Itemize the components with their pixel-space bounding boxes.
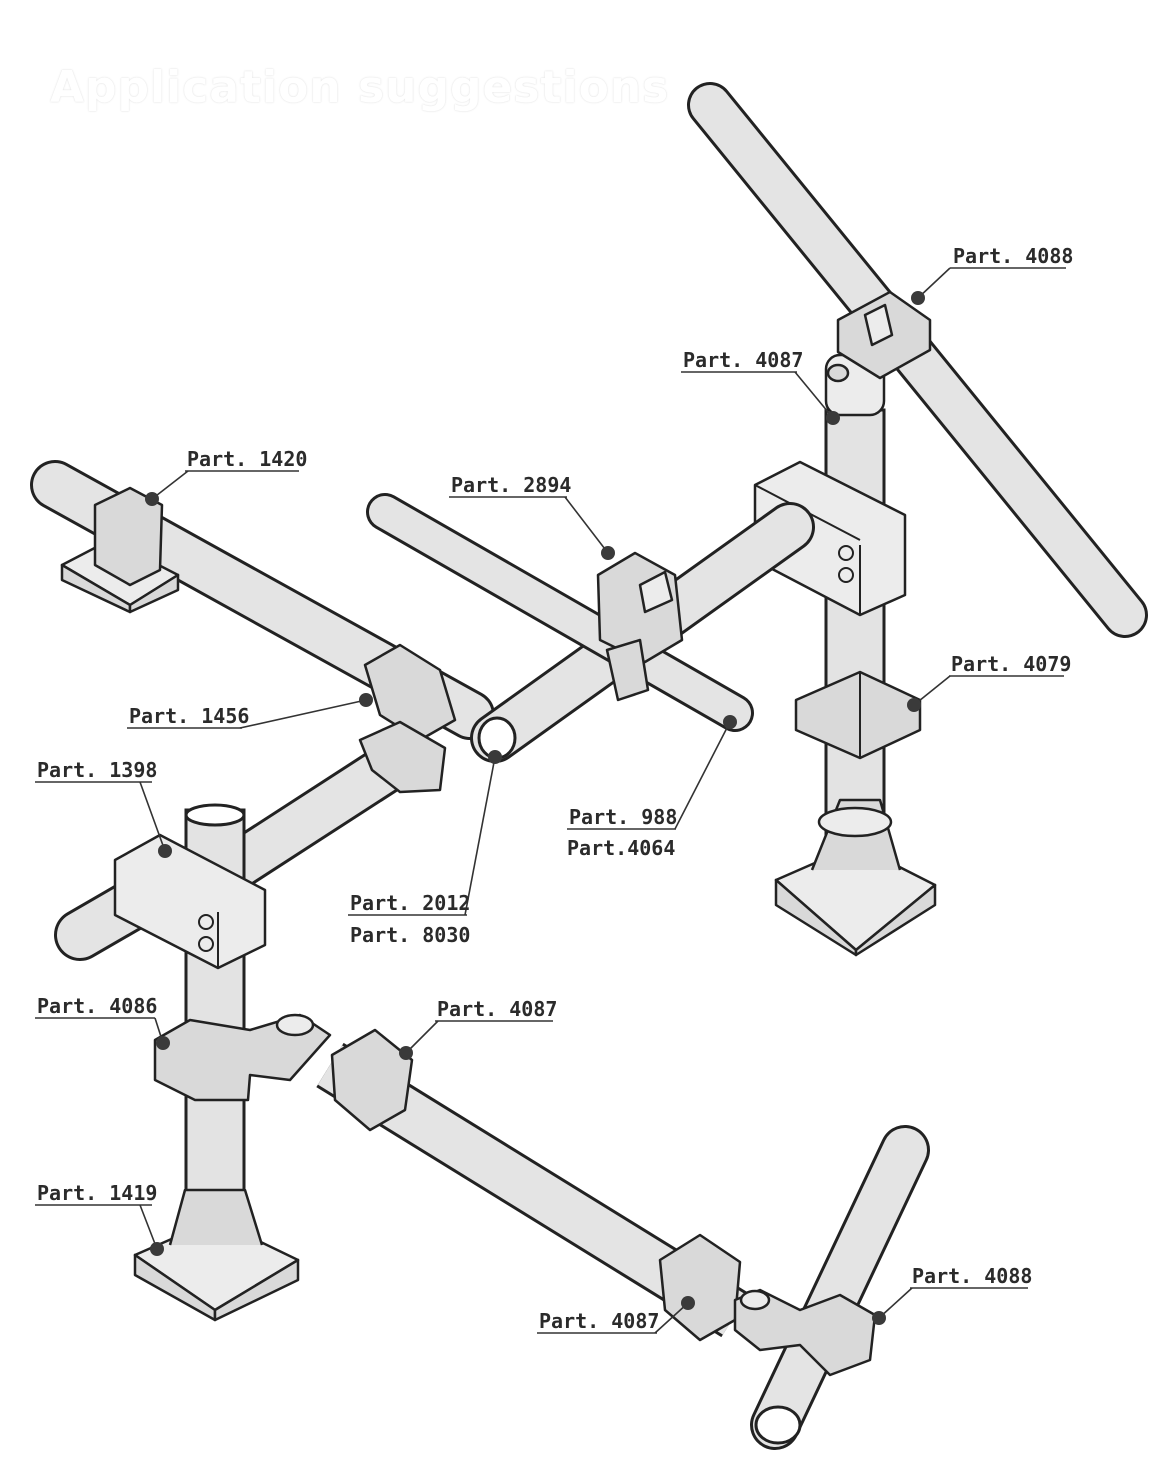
label-part-4087-top: Part. 4087 <box>683 348 803 372</box>
callout-dot <box>359 693 373 707</box>
callout-dot <box>681 1296 695 1310</box>
label-part-988: Part. 988 <box>569 805 677 829</box>
callout-dot <box>150 1242 164 1256</box>
label-part-1420: Part. 1420 <box>187 447 307 471</box>
callout-dot <box>488 750 502 764</box>
callout-dot <box>158 844 172 858</box>
callout-dot <box>145 492 159 506</box>
label-part-4079: Part. 4079 <box>951 652 1071 676</box>
callout-dot <box>399 1046 413 1060</box>
label-part-4088-top: Part. 4088 <box>953 244 1073 268</box>
label-part-4086: Part. 4086 <box>37 994 157 1018</box>
callout-dot <box>723 715 737 729</box>
label-part-8030: Part. 8030 <box>350 923 470 947</box>
page-title: Application suggestions <box>50 62 670 113</box>
callout-dot <box>156 1036 170 1050</box>
label-part-2894: Part. 2894 <box>451 473 571 497</box>
label-part-1419: Part. 1419 <box>37 1181 157 1205</box>
callout-dot <box>826 411 840 425</box>
callout-dot <box>907 698 921 712</box>
post-right <box>753 290 937 957</box>
label-part-2012: Part. 2012 <box>350 891 470 915</box>
leader-lines <box>139 267 951 1334</box>
label-part-4087-bottom: Part. 4087 <box>539 1309 659 1333</box>
part-labels: Part. 4088 Part. 4087 Part. 1420 Part. 2… <box>35 244 1073 1334</box>
label-part-4064: Part.4064 <box>567 836 675 860</box>
tube-bottom-diagonal <box>316 1028 930 1450</box>
callout-dot <box>911 291 925 305</box>
callout-dot <box>601 546 615 560</box>
tube-center <box>366 493 815 763</box>
label-part-4087-mid: Part. 4087 <box>437 997 557 1021</box>
callout-dots <box>145 291 925 1325</box>
callout-dot <box>872 1311 886 1325</box>
label-part-1398: Part. 1398 <box>37 758 157 782</box>
label-part-1456: Part. 1456 <box>129 704 249 728</box>
tube-left-top <box>30 460 495 742</box>
label-part-4088-bottom: Part. 4088 <box>912 1264 1032 1288</box>
tube-lower-left <box>54 720 447 1322</box>
tube-top-right <box>687 82 1148 638</box>
